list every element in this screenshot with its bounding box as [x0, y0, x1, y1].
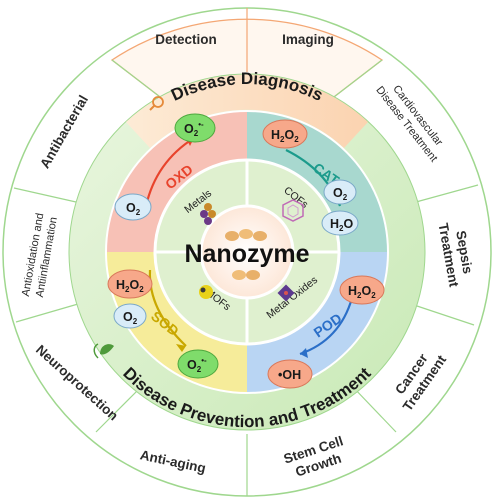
chem-superoxide-sod: O2•- [177, 349, 219, 379]
svg-text:•OH: •OH [278, 368, 301, 382]
center-title: Nanozyme [184, 240, 309, 268]
svg-text:H2O2: H2O2 [271, 128, 299, 144]
svg-text:H2O2: H2O2 [348, 284, 376, 300]
chem-o2-cat: O2 [323, 179, 357, 205]
diagnosis-band [126, 74, 368, 148]
cof-framework-icon [282, 199, 304, 222]
svg-text:O2•-: O2•- [184, 120, 204, 138]
svg-text:H2O2: H2O2 [116, 278, 144, 294]
segment-detection: Detection [155, 32, 217, 47]
outer-dividers [13, 59, 479, 496]
chem-h2o2-sod: H2O2 [107, 269, 153, 299]
segment-imaging: Imaging [282, 32, 334, 47]
chem-h2o2-cat: H2O2 [262, 119, 308, 149]
svg-text:O2: O2 [123, 310, 138, 326]
chem-hydroxyl-pod: •OH [267, 359, 313, 389]
chem-h2o-cat: H2O [321, 210, 359, 236]
metal-lattice-icon [200, 203, 216, 225]
svg-text:Sepsis: Sepsis [453, 229, 475, 274]
mof-crystal-icon [199, 285, 213, 299]
nanoparticle-icon [225, 229, 267, 280]
svg-text:H2O: H2O [330, 217, 353, 233]
leaf-icon [93, 343, 114, 359]
metal-oxide-crystal-icon [277, 284, 295, 302]
svg-text:O2: O2 [333, 186, 348, 202]
chem-superoxide-oxd: O2•- [174, 113, 216, 143]
chem-o2-oxd: O2 [114, 193, 152, 221]
chem-o2-sod: O2 [113, 303, 147, 329]
chem-h2o2-pod: H2O2 [339, 275, 385, 305]
magnifier-icon [149, 96, 164, 111]
center-disc [199, 204, 295, 300]
svg-text:O2•-: O2•- [187, 356, 207, 374]
svg-text:O2: O2 [126, 201, 141, 217]
